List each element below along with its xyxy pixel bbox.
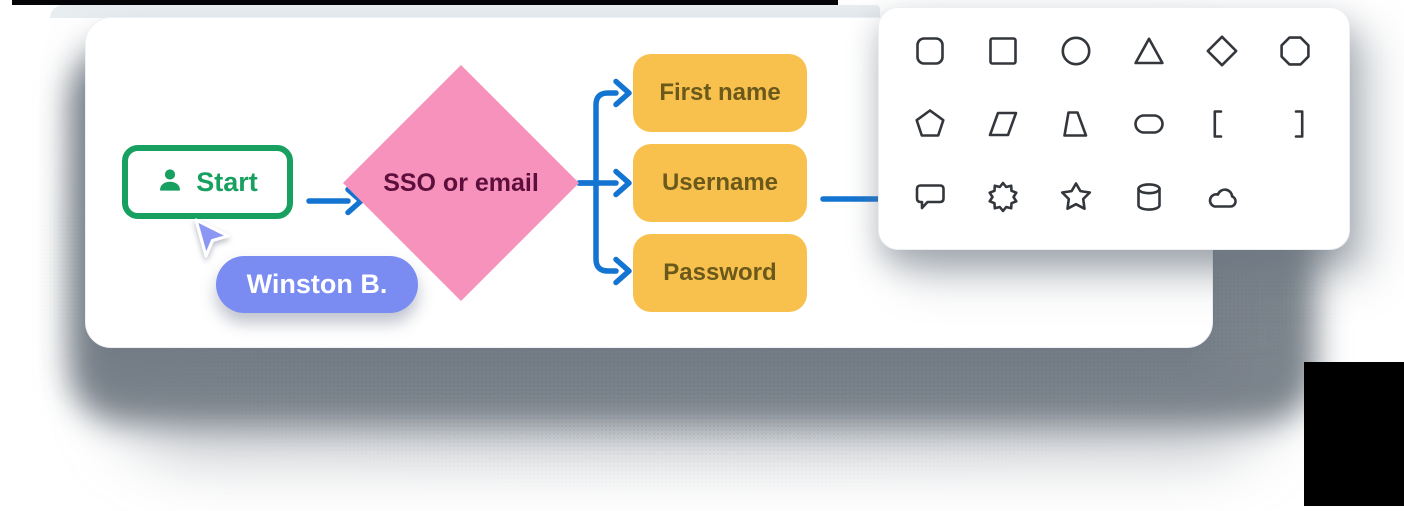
shape-item-speech-bubble[interactable]	[893, 160, 966, 233]
star-icon	[1060, 181, 1091, 210]
field-label: Password	[663, 259, 777, 286]
person-icon	[157, 167, 183, 198]
start-node[interactable]: Start	[122, 145, 293, 219]
shape-item-pentagon[interactable]	[893, 87, 966, 160]
collaborator-cursor-icon	[194, 218, 230, 258]
octagon-icon	[1279, 35, 1310, 66]
shape-item-triangle[interactable]	[1112, 14, 1185, 87]
black-strip-artifact	[12, 0, 838, 5]
shape-item-bracket-left[interactable]	[1185, 87, 1258, 160]
bracket-right-icon	[1294, 109, 1303, 138]
decision-node[interactable]: SSO or email	[343, 65, 579, 301]
shape-item-diamond[interactable]	[1185, 14, 1258, 87]
parallelogram-icon	[988, 111, 1017, 136]
decision-node-label: SSO or email	[383, 168, 539, 197]
stadium-icon	[1133, 113, 1164, 134]
diamond-icon	[1206, 35, 1237, 66]
shape-item-trapezoid[interactable]	[1039, 87, 1112, 160]
black-box-artifact	[1304, 362, 1404, 506]
diamond-shape	[343, 65, 579, 301]
collaborator-name-badge: Winston B.	[216, 256, 418, 313]
shape-item-rounded-square[interactable]	[893, 14, 966, 87]
shapes-grid	[893, 14, 1331, 233]
shape-item-circle[interactable]	[1039, 14, 1112, 87]
trapezoid-icon	[1062, 110, 1087, 137]
starburst-icon	[987, 181, 1018, 212]
shape-item-parallelogram[interactable]	[966, 87, 1039, 160]
cylinder-icon	[1136, 182, 1161, 211]
speech-bubble-icon	[915, 183, 945, 209]
background-band	[50, 5, 880, 18]
pentagon-icon	[914, 108, 945, 137]
circle-icon	[1061, 36, 1090, 65]
shape-item-square[interactable]	[966, 14, 1039, 87]
cloud-icon	[1208, 187, 1237, 208]
rounded-square-icon	[915, 36, 944, 65]
shape-item-cylinder[interactable]	[1112, 160, 1185, 233]
field-node-username[interactable]: Username	[633, 144, 807, 222]
shape-item-star[interactable]	[1039, 160, 1112, 233]
shape-item-bracket-right[interactable]	[1258, 87, 1331, 160]
field-node-first-name[interactable]: First name	[633, 54, 807, 132]
collaborator-name: Winston B.	[246, 269, 388, 299]
field-node-password[interactable]: Password	[633, 234, 807, 312]
bracket-left-icon	[1213, 109, 1222, 138]
field-label: First name	[659, 79, 781, 106]
shape-item-octagon[interactable]	[1258, 14, 1331, 87]
shape-item-stadium[interactable]	[1112, 87, 1185, 160]
start-node-label: Start	[196, 166, 258, 197]
shapes-panel	[878, 7, 1350, 250]
shape-item-cloud[interactable]	[1185, 160, 1258, 233]
triangle-icon	[1133, 37, 1164, 64]
field-label: Username	[661, 169, 779, 196]
square-icon	[988, 36, 1017, 65]
shape-item-starburst[interactable]	[966, 160, 1039, 233]
